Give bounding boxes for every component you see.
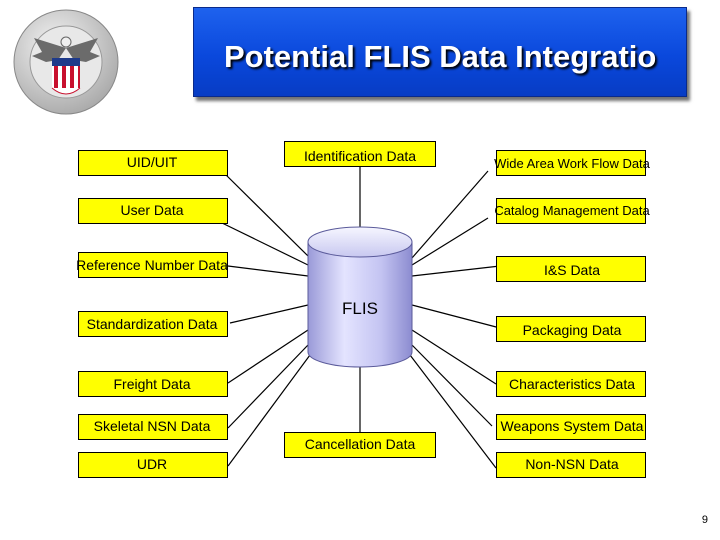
box-packaging-data — [496, 316, 646, 342]
connector-user-data — [219, 221, 309, 266]
label-non-nsn-data: Non-NSN Data — [525, 456, 619, 472]
dla-seal-logo — [13, 9, 119, 115]
connector-weapons-system — [411, 344, 493, 427]
box-reference-number-data — [78, 252, 228, 278]
label-weapons-system-data: Weapons System Data — [500, 418, 644, 434]
slide-title: Potential FLIS Data Integratio — [224, 39, 657, 74]
box-catalog-management-data — [496, 198, 646, 224]
label-identification-data: Identification Data — [303, 148, 417, 164]
label-user-data: User Data — [120, 202, 184, 218]
connector-characteristics — [411, 329, 497, 385]
connector-uid-uit — [219, 168, 309, 257]
label-reference-number-data: Reference Number Data — [76, 257, 228, 273]
connector-wawf — [411, 170, 489, 259]
label-catalog-management-data: Catalog Management Data — [494, 203, 650, 218]
label-skeletal-nsn-data: Skeletal NSN Data — [93, 418, 211, 434]
connector-is-data — [411, 265, 501, 277]
label-standardization-data: Standardization Data — [86, 316, 218, 332]
connector-udr — [227, 354, 311, 467]
label-packaging-data: Packaging Data — [522, 322, 622, 338]
box-wide-area-work-flow-data — [496, 150, 646, 176]
box-standardization-data — [78, 311, 228, 337]
label-udr: UDR — [136, 456, 168, 472]
label-is-data: I&S Data — [543, 262, 601, 278]
box-skeletal-nsn-data — [78, 414, 228, 440]
label-freight-data: Freight Data — [113, 376, 191, 392]
box-cancellation-data — [284, 432, 436, 458]
connector-lines — [219, 166, 501, 469]
box-non-nsn-data — [496, 452, 646, 478]
box-uid-uit — [78, 150, 228, 176]
flis-database-cylinder — [307, 226, 413, 368]
connector-freight — [227, 329, 309, 384]
connector-reference-number — [227, 265, 309, 277]
box-characteristics-data — [496, 371, 646, 397]
connector-skeletal-nsn — [227, 344, 309, 429]
page-number: 9 — [701, 514, 708, 526]
label-cancellation-data: Cancellation Data — [304, 436, 416, 452]
box-is-data — [496, 256, 646, 282]
title-banner: Potential FLIS Data Integratio — [193, 7, 687, 97]
box-udr — [78, 452, 228, 478]
connector-standardization — [229, 304, 309, 324]
connector-catalog-mgmt — [411, 217, 489, 266]
label-uid-uit: UID/UIT — [126, 154, 178, 170]
box-weapons-system-data — [496, 414, 646, 440]
connector-non-nsn — [409, 354, 497, 469]
label-characteristics-data: Characteristics Data — [508, 376, 636, 392]
label-flis: FLIS — [342, 299, 378, 318]
box-identification-data — [284, 141, 436, 167]
connector-packaging — [411, 304, 501, 329]
box-user-data — [78, 198, 228, 224]
box-freight-data — [78, 371, 228, 397]
label-wide-area-work-flow-data: Wide Area Work Flow Data — [494, 156, 650, 171]
